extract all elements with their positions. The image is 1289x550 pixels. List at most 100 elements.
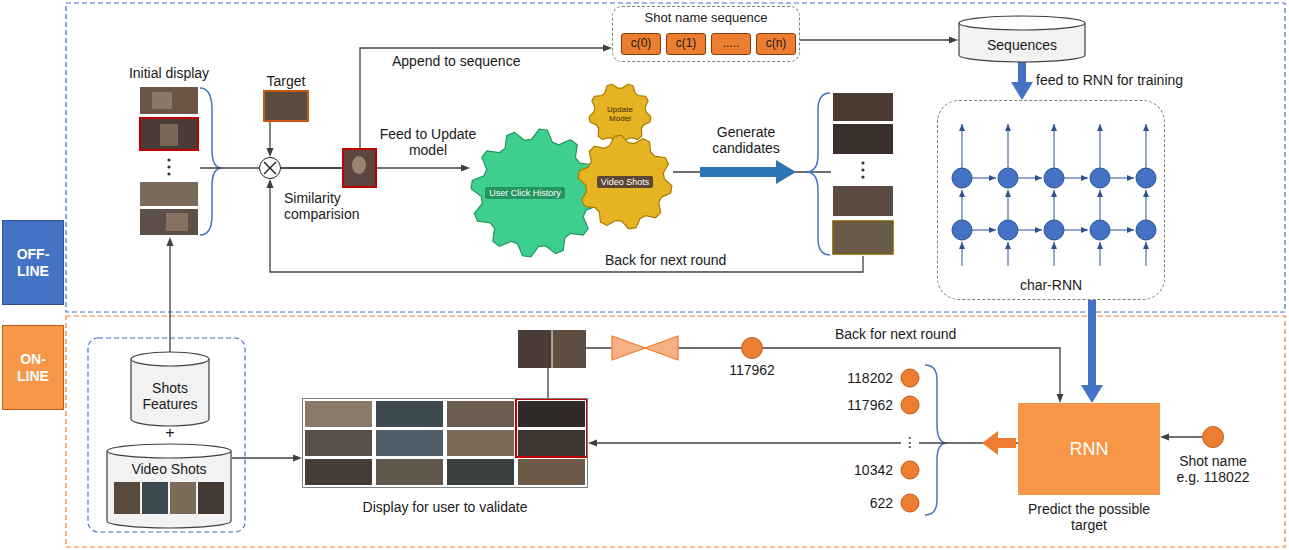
initial-frames bbox=[140, 182, 198, 206]
sequence-cell: c(1) bbox=[666, 33, 706, 55]
node-caption: Predict the possible target bbox=[1014, 501, 1164, 533]
initial-frames bbox=[167, 158, 170, 161]
video-thumbnail bbox=[114, 482, 140, 514]
bowtie-valve bbox=[612, 336, 678, 360]
connector bbox=[232, 457, 293, 458]
edge-label: Append to sequence bbox=[392, 53, 520, 69]
rnn-network bbox=[1110, 178, 1134, 179]
connector bbox=[200, 167, 259, 168]
cylinder-top bbox=[131, 352, 209, 366]
connector bbox=[269, 122, 270, 148]
rnn-network bbox=[1054, 242, 1055, 266]
rnn-network bbox=[1018, 230, 1042, 231]
shot-number: 117962 bbox=[847, 397, 893, 413]
candidate-frames bbox=[833, 124, 893, 154]
cylinder-body bbox=[107, 451, 231, 528]
selected-frame bbox=[352, 156, 366, 174]
display-panel: Display for user to validate bbox=[302, 398, 588, 488]
video-shots-gear: Video Shots bbox=[577, 134, 673, 230]
input-shot-node: Shot name e.g. 118022 bbox=[1202, 426, 1224, 448]
cylinder-body bbox=[131, 359, 209, 426]
video-store-outline bbox=[106, 444, 232, 528]
rnn-network bbox=[1090, 168, 1110, 188]
candidate-dots bbox=[901, 396, 919, 414]
display-thumbnails bbox=[376, 401, 443, 427]
validated-frames bbox=[518, 330, 552, 368]
online-tab: ON-LINE bbox=[2, 325, 64, 410]
rnn-network bbox=[1100, 190, 1101, 220]
node-text: Shot name e.g. 118022 bbox=[1169, 453, 1257, 485]
connector bbox=[1169, 436, 1202, 437]
display-thumbnails bbox=[518, 459, 585, 485]
edge-label: feed to RNN for training bbox=[1036, 72, 1183, 88]
display-thumbnails bbox=[305, 430, 372, 456]
display-thumbnails bbox=[447, 459, 514, 485]
node-text: 117962 bbox=[729, 362, 775, 378]
validated-frames bbox=[552, 330, 586, 368]
rnn-network bbox=[1018, 178, 1042, 179]
shot-store-group bbox=[88, 338, 245, 532]
video-thumbnail bbox=[142, 482, 168, 514]
sequence-cell: c(n) bbox=[756, 33, 796, 55]
rnn-network bbox=[952, 168, 972, 188]
rnn-network bbox=[1146, 242, 1147, 266]
connector bbox=[800, 39, 949, 40]
connector bbox=[1088, 300, 1096, 385]
cross-mark bbox=[264, 162, 276, 174]
display-thumbnails bbox=[376, 430, 443, 456]
rnn-network bbox=[1090, 220, 1110, 240]
initial-frames bbox=[167, 165, 170, 168]
bowtie-valve bbox=[612, 336, 645, 360]
video-store: Video Shots bbox=[106, 444, 232, 528]
connector bbox=[1018, 62, 1026, 82]
rnn-network bbox=[1146, 124, 1147, 168]
similarity-node-outline bbox=[260, 158, 280, 178]
candidate-frames bbox=[861, 168, 864, 171]
sequence-cell: c(0) bbox=[621, 33, 661, 55]
initial-frames bbox=[167, 172, 170, 175]
connector bbox=[169, 246, 170, 352]
node-text: c(0) bbox=[631, 37, 652, 51]
candidate-frames bbox=[861, 175, 864, 178]
rnn-network bbox=[1110, 230, 1134, 231]
node-text: User Click History bbox=[485, 187, 565, 199]
node-text: Video Shots bbox=[597, 176, 653, 188]
rnn-network bbox=[1064, 178, 1088, 179]
candidate-frames bbox=[861, 161, 864, 164]
initial-frames bbox=[166, 213, 188, 231]
similarity-node: Similarity comparision bbox=[259, 157, 281, 179]
display-thumbnails bbox=[305, 399, 587, 485]
candidate-frames bbox=[833, 186, 893, 216]
candidate-frames bbox=[831, 91, 895, 256]
edge-label: Back for next round bbox=[835, 326, 956, 342]
display-thumbnails bbox=[305, 401, 372, 427]
rnn-network bbox=[962, 242, 963, 266]
candidate-frames bbox=[831, 91, 895, 256]
initial-frames bbox=[140, 87, 198, 235]
candidate-dots bbox=[901, 369, 919, 387]
initial-frames bbox=[140, 118, 198, 150]
rnn-network bbox=[962, 190, 963, 220]
display-thumbnails bbox=[447, 430, 514, 456]
shot-number: 10342 bbox=[854, 462, 893, 478]
candidate-brace bbox=[925, 365, 947, 515]
cylinder-top bbox=[107, 444, 231, 458]
node-text: ON-LINE bbox=[7, 351, 59, 383]
node-text: Display for user to validate bbox=[363, 499, 528, 515]
connector bbox=[763, 348, 1060, 394]
validated-frames bbox=[518, 330, 586, 368]
candidate-left-brace bbox=[806, 93, 830, 255]
selected-frame bbox=[343, 149, 376, 187]
sequence-box: Shot name sequencec(0)c(1).....c(n) bbox=[612, 6, 800, 62]
validated-frames bbox=[552, 330, 553, 368]
rnn-network bbox=[962, 124, 963, 168]
click-history-gear: User Click History bbox=[470, 128, 600, 258]
display-thumbnails bbox=[376, 459, 443, 485]
initial-frames bbox=[140, 87, 198, 114]
node-text: c(n) bbox=[766, 37, 787, 51]
rnn-network bbox=[1054, 190, 1055, 220]
rnn-network bbox=[1100, 124, 1101, 168]
gear-shape bbox=[578, 135, 672, 229]
shot-number: 622 bbox=[870, 495, 893, 511]
